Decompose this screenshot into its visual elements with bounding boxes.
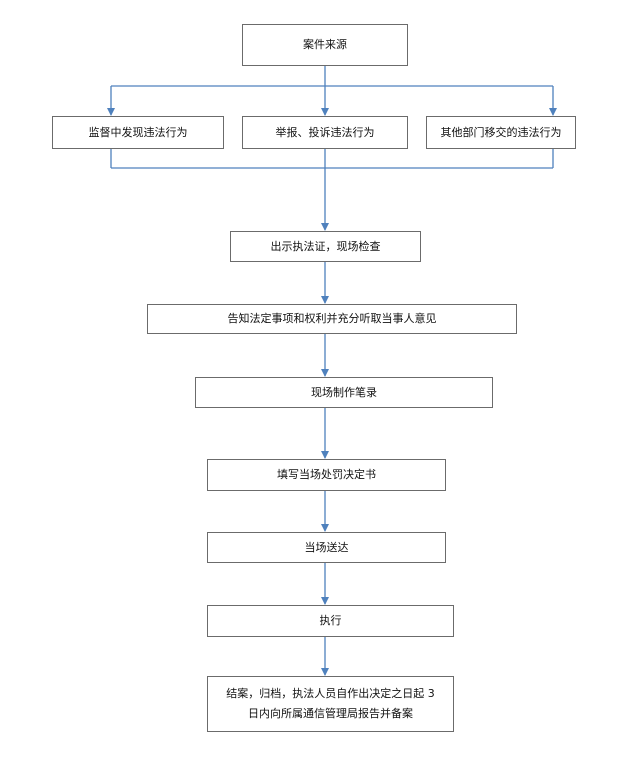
node-branch-transfer-label: 其他部门移交的违法行为	[440, 125, 562, 139]
node-penalty-decision-label: 填写当场处罚决定书	[277, 468, 376, 481]
node-onsite-record-label: 现场制作笔录	[311, 385, 377, 399]
node-inform-rights-label: 告知法定事项和权利并充分听取当事人意见	[227, 312, 437, 325]
node-branch-transfer: 其他部门移交的违法行为	[426, 116, 576, 149]
node-show-credentials: 出示执法证，现场检查	[230, 231, 421, 262]
node-deliver-label: 当场送达	[304, 540, 349, 554]
node-close-case: 结案，归档，执法人员自作出决定之日起 3 日内向所属通信管理局报告并备案	[207, 676, 454, 732]
node-branch-supervision-label: 监督中发现违法行为	[88, 125, 188, 139]
node-case-source-label: 案件来源	[303, 38, 347, 51]
node-penalty-decision: 填写当场处罚决定书	[207, 459, 446, 491]
node-branch-report-label: 举报、投诉违法行为	[275, 125, 375, 139]
node-show-credentials-label: 出示执法证，现场检查	[270, 239, 381, 253]
node-execute-label: 执行	[319, 614, 342, 627]
node-deliver: 当场送达	[207, 532, 446, 563]
node-branch-report: 举报、投诉违法行为	[242, 116, 408, 149]
node-branch-supervision: 监督中发现违法行为	[52, 116, 224, 149]
node-case-source: 案件来源	[242, 24, 408, 66]
node-execute: 执行	[207, 605, 454, 637]
node-onsite-record: 现场制作笔录	[195, 377, 493, 408]
node-close-case-line-1: 结案，归档，执法人员自作出决定之日起 3	[226, 687, 435, 700]
node-close-case-line-2: 日内向所属通信管理局报告并备案	[248, 707, 413, 720]
node-inform-rights: 告知法定事项和权利并充分听取当事人意见	[147, 304, 517, 334]
